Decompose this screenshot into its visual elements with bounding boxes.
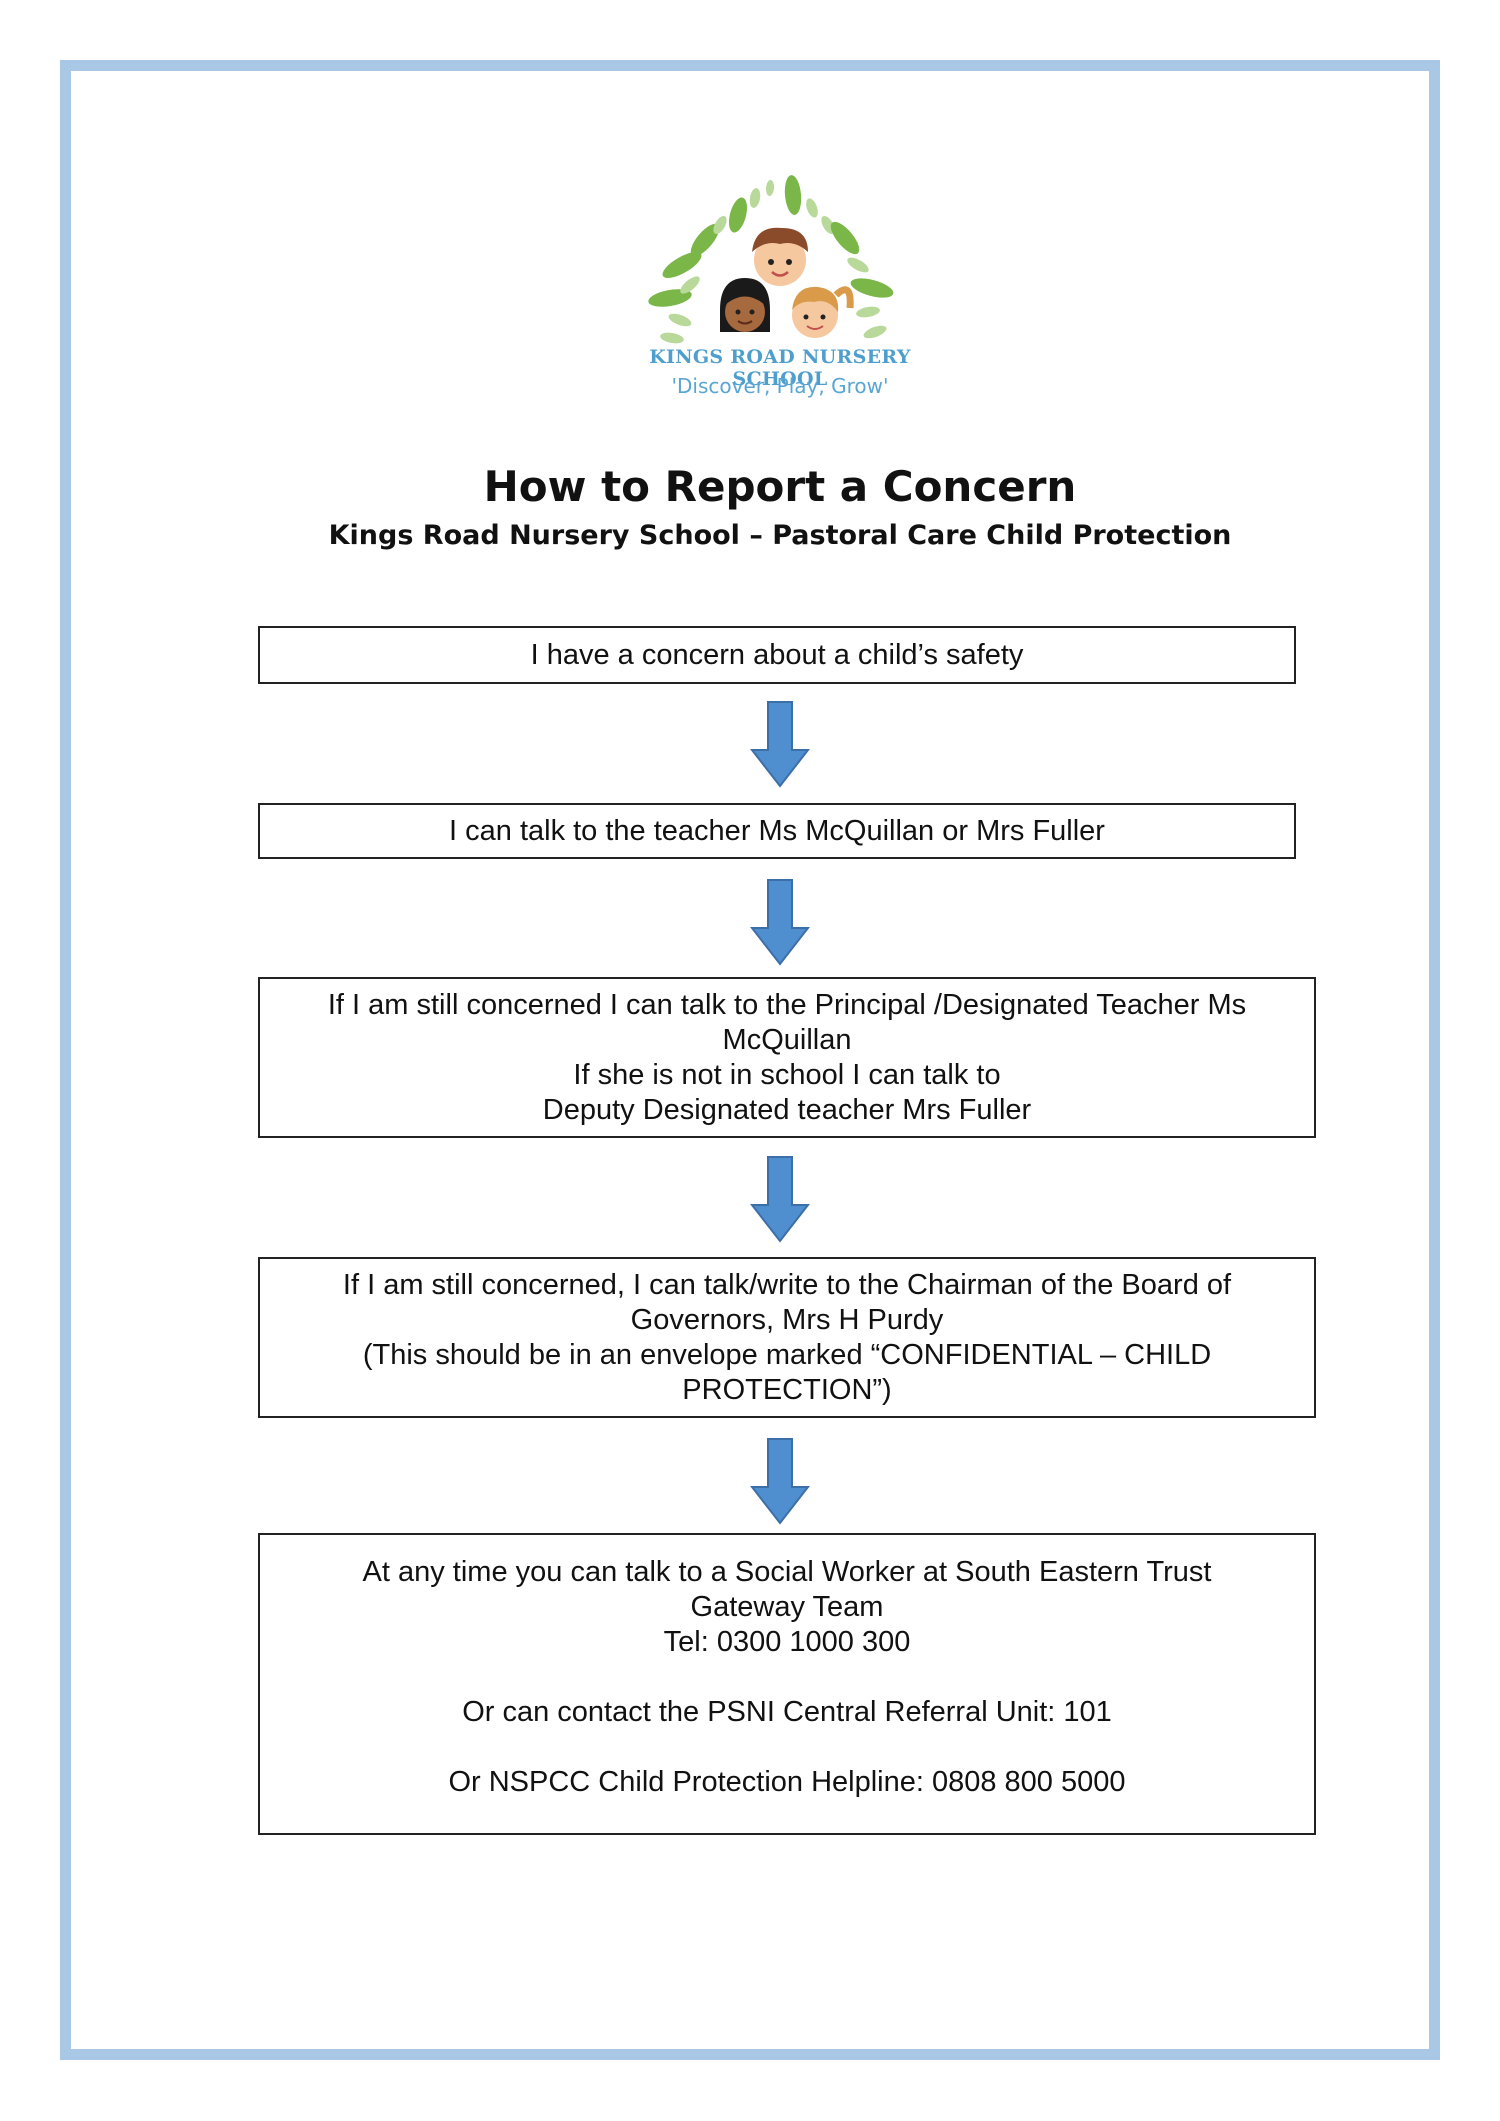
step-3-line-4: Deputy Designated teacher Mrs Fuller bbox=[542, 1093, 1032, 1126]
step-4-line-4: PROTECTION”) bbox=[682, 1373, 892, 1406]
page-title: How to Report a Concern bbox=[483, 462, 1077, 511]
step-5-line-1: At any time you can talk to a Social Wor… bbox=[362, 1556, 1212, 1588]
step-1-line-1: I have a concern about a child’s safety bbox=[530, 638, 1024, 671]
step-3-line-3: If she is not in school I can talk to bbox=[573, 1058, 1001, 1091]
down-arrow-icon bbox=[750, 879, 810, 966]
step-5-line-2: Gateway Team bbox=[690, 1591, 884, 1623]
step-5-tel: Tel: 0300 1000 300 bbox=[663, 1626, 911, 1658]
school-logo: KINGS ROAD NURSERY SCHOOL 'Discover, Pla… bbox=[600, 170, 960, 410]
leaf-arc-icon bbox=[648, 175, 894, 344]
step-2-line-1: I can talk to the teacher Ms McQuillan o… bbox=[449, 814, 1105, 847]
step-5-nspcc: Or NSPCC Child Protection Helpline: 0808… bbox=[448, 1766, 1126, 1798]
step-4-line-1: If I am still concerned, I can talk/writ… bbox=[342, 1268, 1232, 1301]
logo-school-name: KINGS ROAD NURSERY SCHOOL bbox=[649, 346, 911, 390]
blonde-girl-face-icon bbox=[792, 286, 854, 338]
step-4-line-2: Governors, Mrs H Purdy bbox=[630, 1303, 944, 1336]
down-arrow-icon bbox=[750, 1438, 810, 1525]
flow-step-3: If I am still concerned I can talk to th… bbox=[258, 977, 1316, 1138]
page-border bbox=[60, 60, 1440, 2060]
flow-step-1: I have a concern about a child’s safety bbox=[258, 626, 1296, 684]
logo-tagline: 'Discover, Play, Grow' bbox=[671, 374, 889, 398]
flow-step-5: At any time you can talk to a Social Wor… bbox=[258, 1533, 1316, 1835]
page-subtitle: Kings Road Nursery School – Pastoral Car… bbox=[328, 520, 1232, 551]
step-3-line-2: McQuillan bbox=[722, 1023, 852, 1056]
step-5-spacer bbox=[260, 1660, 1314, 1695]
boy-face-icon bbox=[752, 227, 808, 286]
step-5-spacer bbox=[260, 1730, 1314, 1765]
flow-step-2: I can talk to the teacher Ms McQuillan o… bbox=[258, 803, 1296, 859]
flow-step-4: If I am still concerned, I can talk/writ… bbox=[258, 1257, 1316, 1418]
down-arrow-icon bbox=[750, 1156, 810, 1243]
step-5-psni: Or can contact the PSNI Central Referral… bbox=[462, 1696, 1112, 1728]
logo-illustration bbox=[648, 175, 894, 344]
step-3-line-1: If I am still concerned I can talk to th… bbox=[327, 988, 1247, 1021]
step-4-line-3: (This should be in an envelope marked “C… bbox=[362, 1338, 1212, 1371]
girl-face-icon bbox=[720, 278, 770, 332]
down-arrow-icon bbox=[750, 701, 810, 788]
